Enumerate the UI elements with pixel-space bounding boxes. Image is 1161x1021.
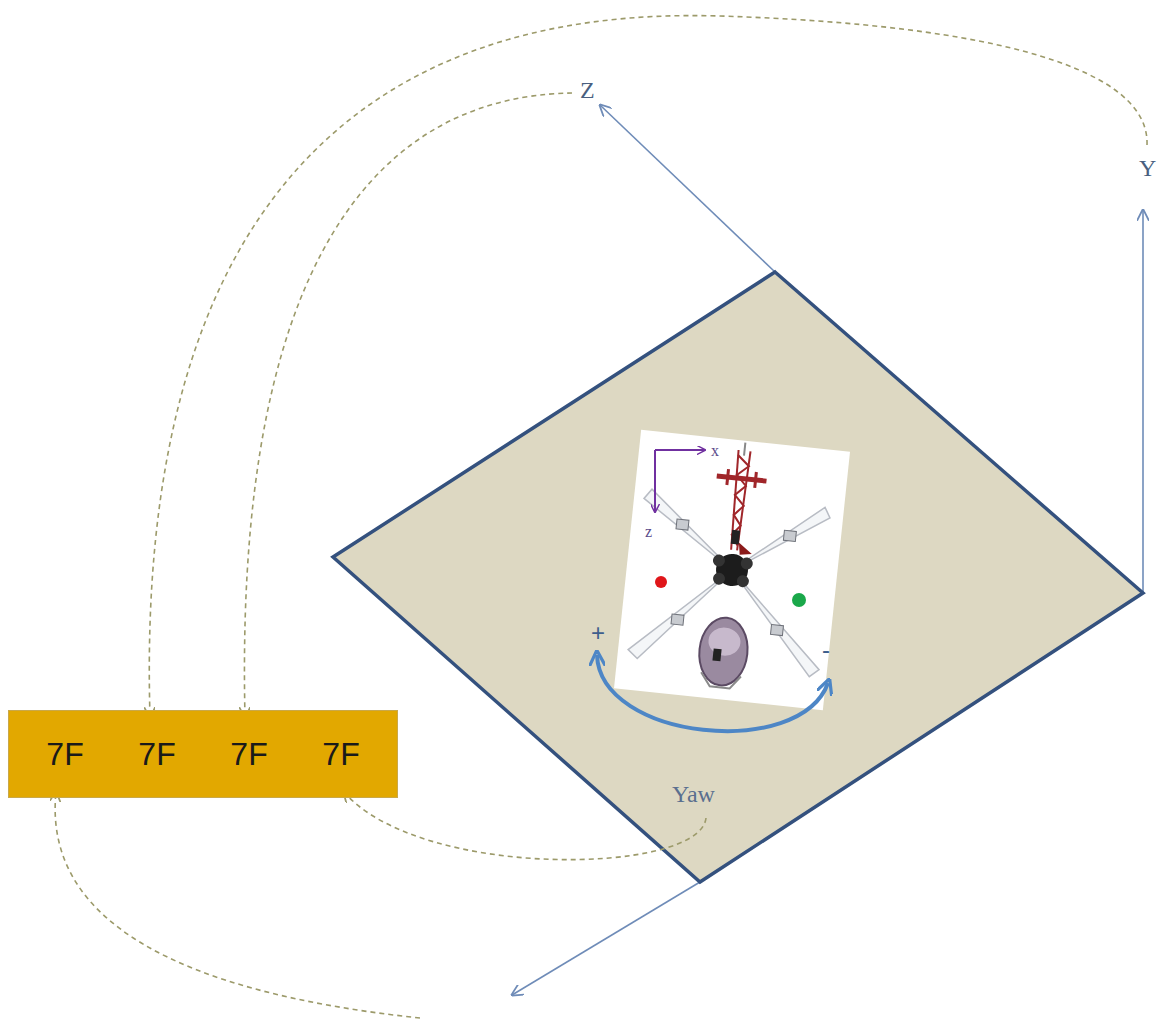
z-axis: [600, 105, 775, 272]
register-value: 7F: [138, 736, 175, 773]
direction-sign: +: [591, 621, 605, 645]
red-marker: [655, 576, 667, 588]
axis-label: x: [711, 443, 719, 459]
platform: [333, 272, 1143, 882]
x-leader: [55, 792, 420, 1018]
helicopter-photo: [614, 430, 850, 711]
direction-sign: -: [822, 638, 830, 662]
register-value: 7F: [230, 736, 267, 773]
y-axis: [1142, 210, 1144, 593]
yaw-leader: [344, 792, 706, 860]
x-axis: [512, 882, 700, 995]
axis-label: z: [645, 524, 652, 540]
y-leader: [149, 16, 1147, 717]
register-value: 7F: [322, 736, 359, 773]
yaw-arc: [597, 655, 828, 731]
rotation-label: Yaw: [672, 782, 715, 806]
register-value: 7F: [46, 736, 83, 773]
axis-label: Z: [580, 78, 595, 102]
z-small-axis: [654, 450, 656, 512]
x-small-axis: [655, 449, 705, 451]
z-leader: [244, 93, 572, 717]
green-marker: [792, 593, 806, 607]
register-band: 7F 7F 7F 7F: [8, 710, 398, 798]
axis-label: Y: [1139, 156, 1156, 180]
